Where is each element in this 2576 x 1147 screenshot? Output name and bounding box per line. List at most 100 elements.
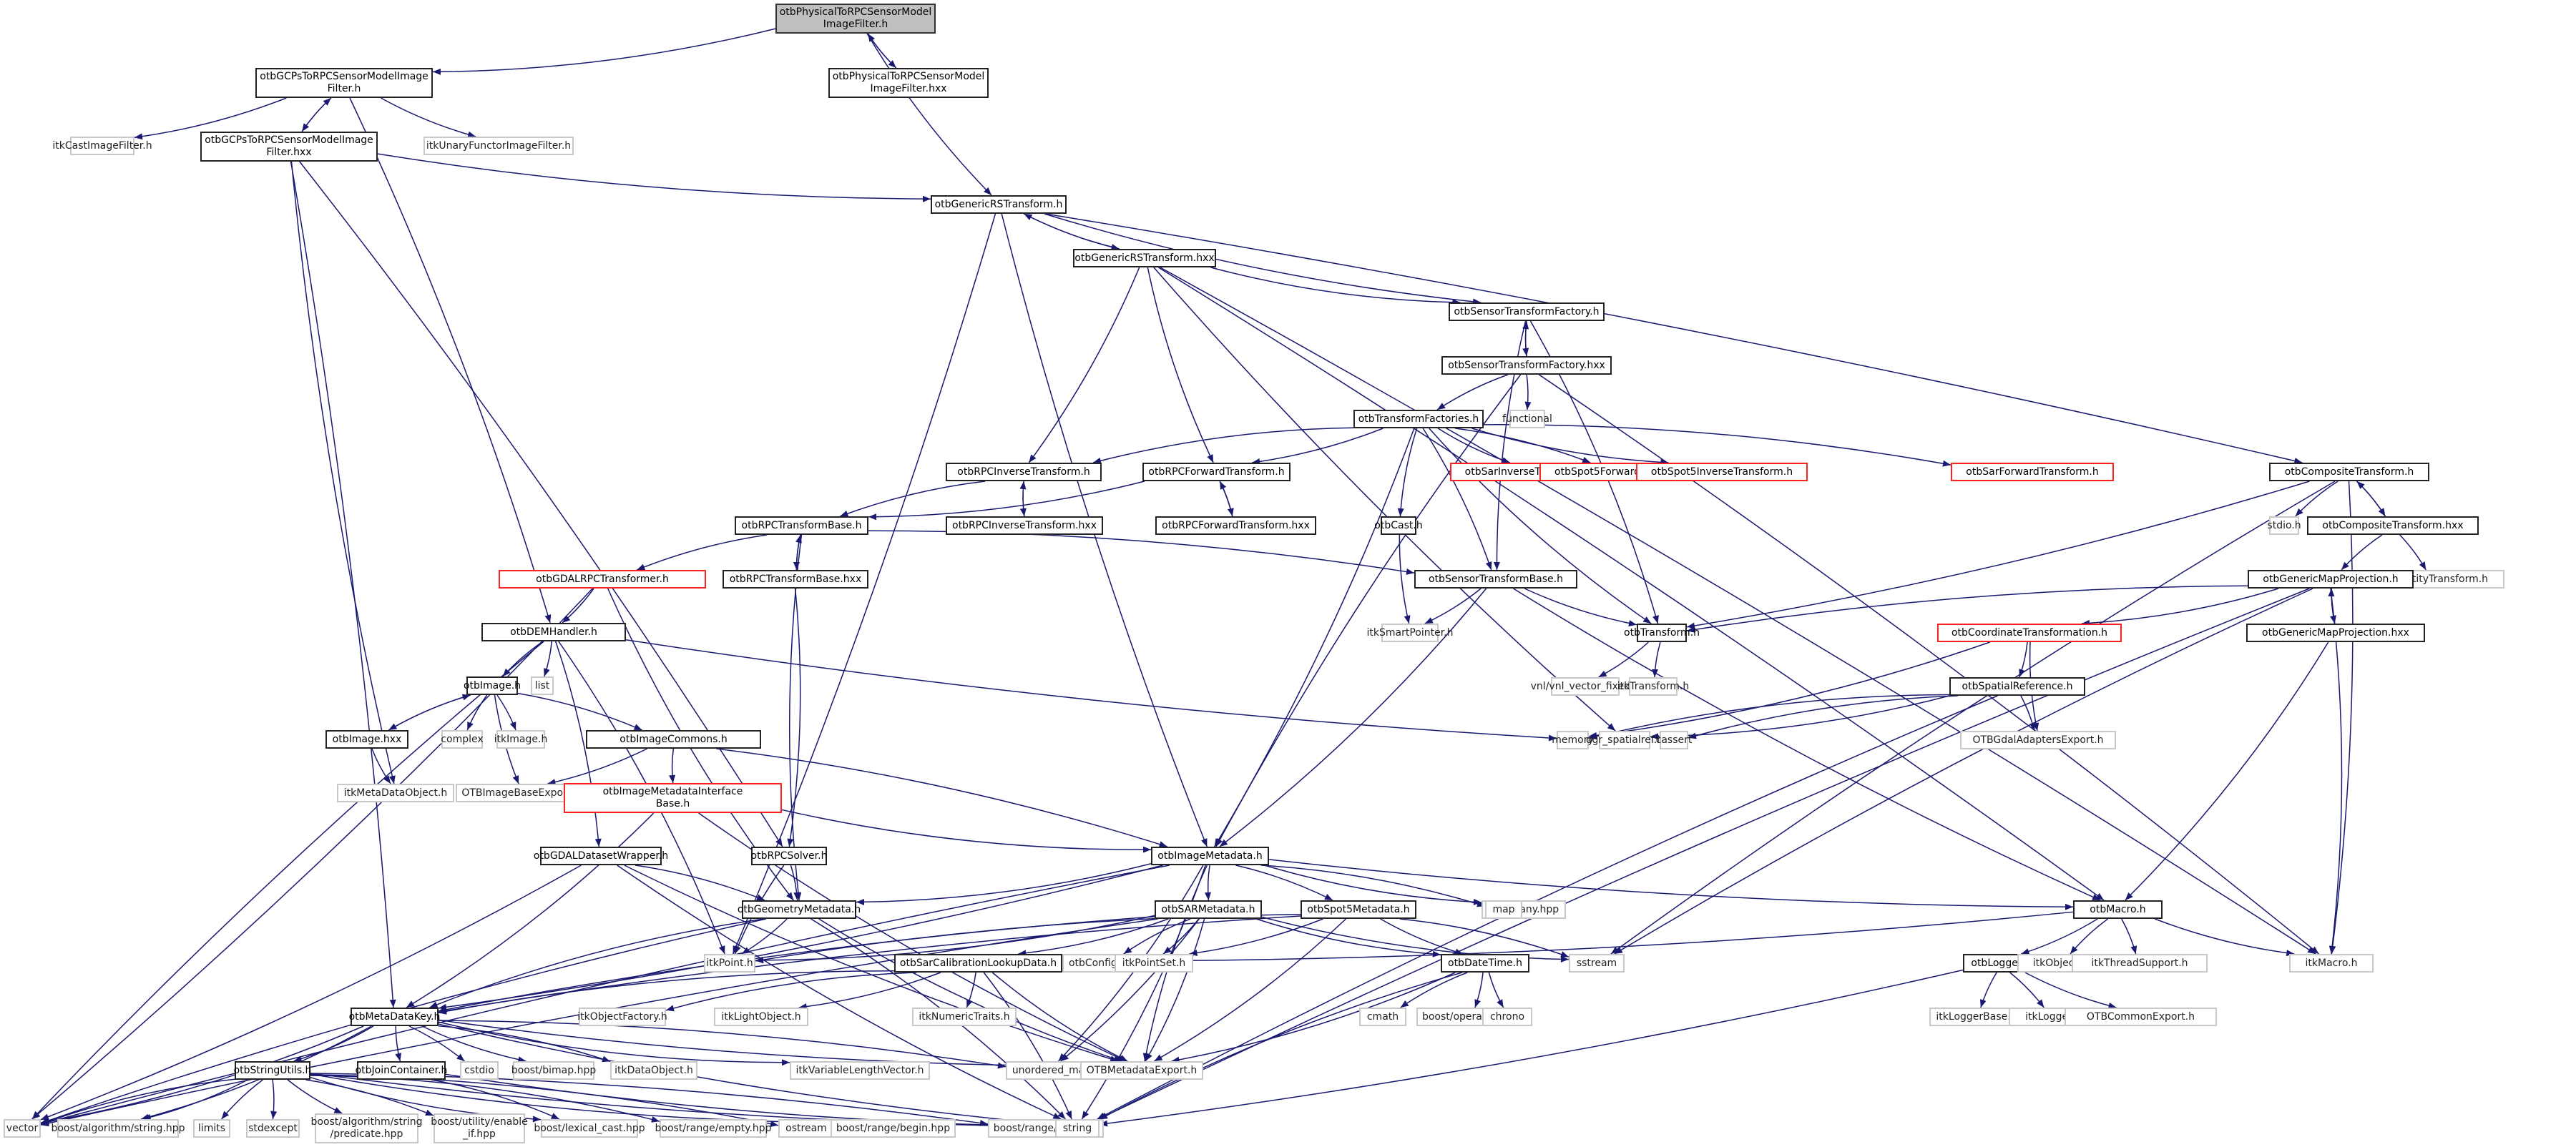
node-stf[interactable]: otbSensorTransformFactory.h <box>1449 302 1605 321</box>
node-limits: limits <box>193 1119 230 1138</box>
node-rpcfwdhxx[interactable]: otbRPCForwardTransform.hxx <box>1155 516 1316 535</box>
edge-rpcbase-to-stb <box>868 530 1415 574</box>
node-spotinv[interactable]: otbSpot5InverseTransform.h <box>1636 463 1808 481</box>
edge-imgmeta-to-spotmeta <box>1235 865 1333 901</box>
node-itkthread: itkThreadSupport.h <box>2072 954 2208 973</box>
node-rpcfwd[interactable]: otbRPCForwardTransform.h <box>1142 463 1291 481</box>
edge-spatial-to-ogr <box>1650 695 1950 737</box>
node-coord[interactable]: otbCoordinateTransformation.h <box>1937 624 2122 642</box>
node-gdalrpc[interactable]: otbGDALRPCTransformer.h <box>499 570 706 589</box>
node-strutils[interactable]: otbStringUtils.h <box>234 1061 311 1080</box>
node-gmphxx[interactable]: otbGenericMapProjection.hxx <box>2246 624 2425 642</box>
node-label: itkMetaDataObject.h <box>343 787 448 799</box>
node-imgmeta[interactable]: otbImageMetadata.h <box>1151 847 1269 865</box>
node-rpcbasehxx[interactable]: otbRPCTransformBase.hxx <box>723 570 868 589</box>
arrowhead-icon <box>1163 946 1172 954</box>
node-imgcommons[interactable]: otbImageCommons.h <box>586 730 761 749</box>
node-gdalds[interactable]: otbGDALDatasetWrapper.h <box>534 847 668 865</box>
node-datetime[interactable]: otbDateTime.h <box>1441 954 1529 973</box>
arrowhead-icon <box>856 898 865 905</box>
edge-imiface-to-mdkey <box>406 812 655 1008</box>
arrowhead-icon <box>1065 1111 1072 1119</box>
arrowhead-icon <box>1454 948 1464 955</box>
node-transform[interactable]: otbTransform.h <box>1624 624 1700 642</box>
edge-imgmeta-to-macro <box>1268 859 2074 908</box>
node-cast[interactable]: otbCast.h <box>1374 516 1423 535</box>
node-rpcinv[interactable]: otbRPCInverseTransform.h <box>946 463 1102 481</box>
arrowhead-icon <box>31 1111 40 1119</box>
arrowhead-icon <box>1688 732 1697 739</box>
node-comp[interactable]: otbCompositeTransform.h <box>2269 463 2429 481</box>
node-imiface[interactable]: otbImageMetadataInterface Base.h <box>564 783 782 813</box>
node-sarmeta[interactable]: otbSARMetadata.h <box>1155 900 1262 919</box>
arrowhead-icon <box>1560 955 1569 963</box>
node-gmp[interactable]: otbGenericMapProjection.h <box>2248 570 2414 589</box>
node-rpcsolver[interactable]: otbRPCSolver.h <box>751 847 827 865</box>
node-sarfwd[interactable]: otbSarForwardTransform.h <box>1951 463 2114 481</box>
edge-macro-to-configure <box>1149 911 2074 962</box>
arrowhead-icon <box>669 774 676 783</box>
edge-dem-to-vector <box>31 641 544 1120</box>
edge-mdkey-to-string <box>438 1023 1056 1126</box>
arrowhead-icon <box>594 838 602 847</box>
edge-sarmeta-to-metaexp <box>1145 918 1205 1062</box>
arrowhead-icon <box>1628 620 1637 626</box>
node-label: otbSpatialReference.h <box>1962 680 2073 692</box>
node-label: otbGDALDatasetWrapper.h <box>533 850 669 862</box>
arrowhead-icon <box>2065 903 2073 910</box>
node-label: boost/algorithm/string /predicate.hpp <box>310 1116 423 1140</box>
node-tfact[interactable]: otbTransformFactories.h <box>1353 410 1484 428</box>
node-rpcinvhxx[interactable]: otbRPCInverseTransform.hxx <box>946 516 1103 535</box>
node-label: itkPoint.h <box>706 957 753 969</box>
arrowhead-icon <box>439 1008 447 1015</box>
node-itkcast: itkCastImageFilter.h <box>52 137 152 155</box>
node-rpcbase[interactable]: otbRPCTransformBase.h <box>735 516 868 535</box>
node-label: otbCoordinateTransformation.h <box>1951 626 2108 639</box>
node-dem[interactable]: otbDEMHandler.h <box>481 623 626 641</box>
node-spatial[interactable]: otbSpatialReference.h <box>1949 677 2085 696</box>
edge-rpcbasehxx-to-rpcsolver <box>788 588 801 847</box>
node-spotmeta[interactable]: otbSpot5Metadata.h <box>1301 900 1416 919</box>
node-physhxx[interactable]: otbPhysicalToRPCSensorModel ImageFilter.… <box>828 68 989 98</box>
node-label: otbGenericRSTransform.h <box>934 198 1063 210</box>
node-joincont[interactable]: otbJoinContainer.h <box>356 1061 447 1080</box>
node-comphxx[interactable]: otbCompositeTransform.hxx <box>2307 516 2479 535</box>
node-image[interactable]: otbImage.h <box>463 676 521 695</box>
node-grs[interactable]: otbGenericRSTransform.h <box>931 195 1067 214</box>
edge-spotmeta-to-metaexp <box>1154 918 1347 1062</box>
edge-coord-to-memory <box>1588 641 1990 737</box>
arrowhead-icon <box>2286 950 2295 957</box>
node-label: boost/bimap.hpp <box>511 1064 597 1076</box>
node-vector: vector <box>4 1119 41 1138</box>
node-label: itkThreadSupport.h <box>2091 957 2188 969</box>
arrowhead-icon <box>1057 1111 1066 1119</box>
node-label: otbImage.h <box>463 679 521 691</box>
node-root[interactable]: otbPhysicalToRPCSensorModel ImageFilter.… <box>775 4 936 34</box>
node-grshxx[interactable]: otbGenericRSTransform.hxx <box>1073 249 1216 267</box>
node-mdkey[interactable]: otbMetaDataKey.h <box>349 1008 440 1026</box>
node-sarcal[interactable]: otbSarCalibrationLookupData.h <box>894 954 1062 973</box>
node-algstring: boost/algorithm/string.hpp <box>51 1119 185 1138</box>
edge-gdalds-to-vector <box>40 865 582 1121</box>
node-label: itkVariableLengthVector.h <box>795 1064 924 1076</box>
node-stfhxx[interactable]: otbSensorTransformFactory.hxx <box>1441 356 1612 375</box>
node-gcph[interactable]: otbGCPsToRPCSensorModelImage Filter.h <box>255 68 433 98</box>
node-lexical: boost/lexical_cast.hpp <box>534 1119 645 1138</box>
arrowhead-icon <box>1201 838 1208 847</box>
node-string: string <box>1055 1119 1100 1138</box>
node-stdexcept: stdexcept <box>246 1119 300 1138</box>
arrowhead-icon <box>1652 669 1659 677</box>
arrowhead-icon <box>1019 481 1027 490</box>
node-label: limits <box>197 1122 226 1134</box>
node-imagehxx[interactable]: otbImage.hxx <box>325 730 408 749</box>
node-macro[interactable]: otbMacro.h <box>2073 900 2163 919</box>
edge-grshxx-to-stf <box>1210 267 1461 303</box>
arrowhead-icon <box>293 1055 303 1063</box>
node-stb[interactable]: otbSensorTransformBase.h <box>1414 570 1577 589</box>
node-label: otbCompositeTransform.hxx <box>2322 519 2464 531</box>
arrowhead-icon <box>1207 454 1214 463</box>
edge-image-to-imagehxx <box>388 694 471 731</box>
node-geommeta[interactable]: otbGeometryMetadata.h <box>738 900 861 919</box>
node-gcphxx[interactable]: otbGCPsToRPCSensorModelImage Filter.hxx <box>200 132 378 162</box>
